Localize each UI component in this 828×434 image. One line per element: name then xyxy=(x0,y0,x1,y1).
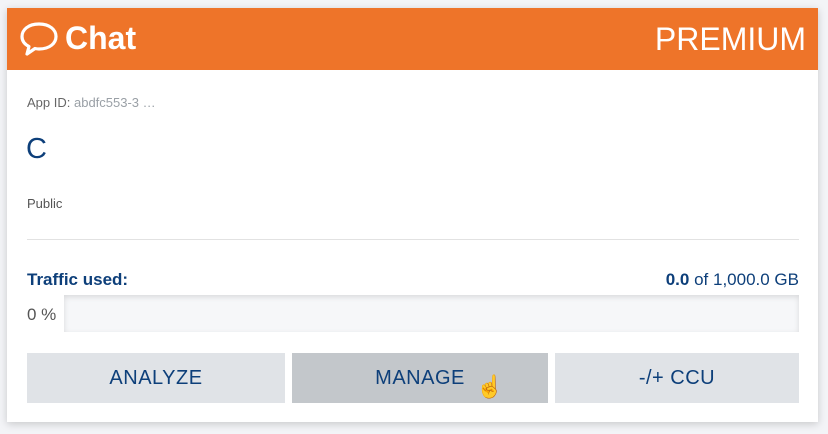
app-id-value[interactable]: abdfc553-3 … xyxy=(73,95,156,110)
ccu-button[interactable]: -/+ CCU xyxy=(555,353,799,403)
card-header: Chat PREMIUM xyxy=(7,8,818,70)
traffic-progress-bar xyxy=(64,295,799,332)
app-id: App ID: abdfc553-3 … xyxy=(27,95,156,110)
traffic-value: 0.0 of 1,000.0 GB xyxy=(666,270,799,290)
chat-bubble-icon xyxy=(20,22,58,56)
app-card: Chat PREMIUM App ID: abdfc553-3 … C Publ… xyxy=(7,8,818,422)
plan-badge: PREMIUM xyxy=(654,21,806,57)
divider xyxy=(27,239,799,240)
product-title: Chat xyxy=(65,20,137,56)
hand-cursor-icon: ☝ xyxy=(476,374,504,399)
app-id-label: App ID: xyxy=(27,95,71,110)
app-visibility: Public xyxy=(27,196,63,211)
traffic-used: 0.0 xyxy=(665,270,690,289)
traffic-percent: 0 % xyxy=(27,305,57,324)
analyze-button[interactable]: ANALYZE xyxy=(27,353,285,403)
traffic-label: Traffic used: xyxy=(27,270,129,289)
traffic-total: of 1,000.0 GB xyxy=(689,270,799,289)
manage-button[interactable]: MANAGE xyxy=(292,353,548,403)
app-name: C xyxy=(26,133,47,165)
